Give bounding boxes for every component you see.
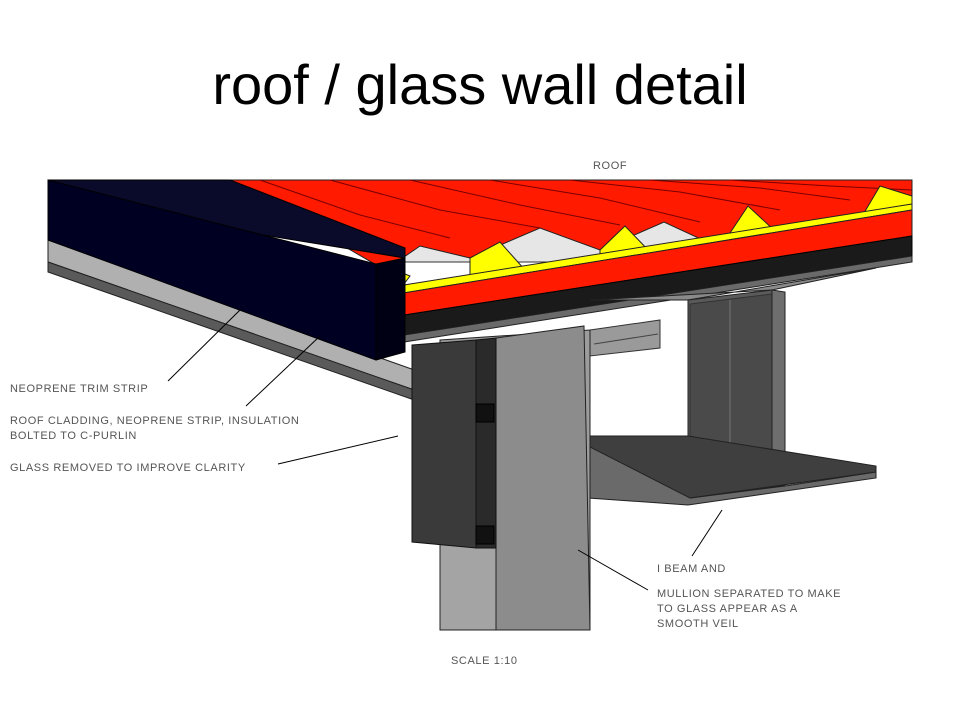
- label-neoprene-trim: NEOPRENE TRIM STRIP: [10, 383, 149, 395]
- page-title: roof / glass wall detail: [212, 53, 748, 116]
- bracket-clip-bottom: [475, 525, 495, 545]
- leader-neoprene-trim: [167, 309, 241, 382]
- bracket-rod: [589, 319, 661, 357]
- label-mullion-line2: TO GLASS APPEAR AS A: [657, 603, 798, 615]
- cladding-corrugations: [259, 179, 913, 239]
- label-roof: ROOF: [593, 160, 628, 172]
- label-roof-cladding-line2: BOLTED TO C-PURLIN: [10, 430, 137, 442]
- bracket-plate-edge: [475, 337, 497, 549]
- leader-i-beam: [691, 509, 723, 557]
- label-roof-cladding-line1: ROOF CLADDING, NEOPRENE STRIP, INSULATIO…: [10, 415, 300, 427]
- bracket-plate: [411, 339, 477, 549]
- mullion-front: [495, 325, 591, 631]
- neoprene-trim-end: [375, 257, 406, 361]
- label-scale: SCALE 1:10: [451, 655, 518, 667]
- label-mullion-line3: SMOOTH VEIL: [657, 618, 739, 630]
- leader-glass-removed: [277, 435, 399, 465]
- leader-lines: [167, 309, 723, 591]
- bracket-clip-top: [475, 403, 495, 423]
- leader-roof-cladding: [245, 335, 321, 407]
- label-i-beam: I BEAM AND: [657, 563, 726, 575]
- label-mullion-line1: MULLION SEPARATED TO MAKE: [657, 588, 842, 600]
- label-glass-removed: GLASS REMOVED TO IMPROVE CLARITY: [10, 462, 246, 474]
- leader-mullion: [577, 549, 649, 591]
- i-beam-top-flange: [589, 267, 877, 301]
